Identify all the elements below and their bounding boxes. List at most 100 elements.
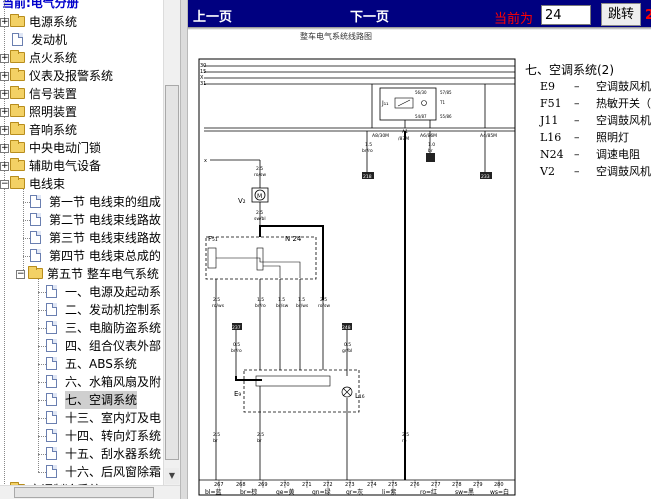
tree-item-label: 第四节 电线束总成的	[49, 249, 161, 263]
legend-code: F51	[540, 97, 562, 110]
legend-text: 空调鼓风机开	[596, 80, 651, 93]
tree-item[interactable]: 第二节 电线束线路故	[0, 211, 163, 229]
tree-item-label: 仪表及报警系统	[29, 69, 114, 83]
tree-item[interactable]: 十六、后风窗除霜	[0, 463, 163, 481]
expand-icon[interactable]: +	[0, 161, 9, 171]
legend-code: N24	[540, 148, 564, 161]
tree-item-label: 第二节 电线束线路故	[49, 213, 161, 227]
document-icon	[46, 447, 57, 460]
tree-item[interactable]: 三、电脑防盗系统	[0, 319, 163, 337]
collapse-icon[interactable]: −	[0, 179, 9, 189]
document-icon	[46, 393, 57, 406]
tree-item-label: 第三节 电线束线路故	[49, 231, 161, 245]
tree-connector	[38, 382, 46, 383]
document-icon	[46, 321, 57, 334]
legend-dash: –	[574, 165, 580, 178]
tree-item[interactable]: +中央电动门锁	[0, 139, 163, 157]
legend-text: 热敏开关（调	[596, 97, 651, 110]
page-number-input[interactable]	[541, 5, 591, 25]
document-icon	[46, 411, 57, 424]
expand-icon[interactable]: +	[0, 53, 9, 63]
tree-item[interactable]: 六、水箱风扇及附	[0, 373, 163, 391]
document-icon	[30, 195, 41, 208]
tree-item-label: 六、水箱风扇及附	[65, 375, 162, 389]
document-icon	[46, 429, 57, 442]
tree-item[interactable]: + 音响系统	[0, 121, 163, 139]
legend-dash: –	[574, 131, 580, 144]
tree-item[interactable]: +信号装置	[0, 85, 163, 103]
tree-connector	[38, 279, 39, 472]
tree-item[interactable]: − 电线束	[0, 175, 163, 193]
tree-item-label: 四、组合仪表外部	[65, 339, 162, 353]
folder-icon	[10, 68, 25, 81]
legend-dash: –	[574, 97, 580, 110]
tree-item[interactable]: +电源系统	[0, 13, 163, 31]
expand-icon[interactable]: +	[0, 17, 9, 27]
folder-icon	[10, 86, 25, 99]
tree-item[interactable]: 四、组合仪表外部	[0, 337, 163, 355]
document-icon	[30, 213, 41, 226]
tree-item-label: 五、ABS系统	[65, 357, 137, 371]
document-icon	[46, 465, 57, 478]
scrollbar-thumb[interactable]	[165, 85, 179, 460]
tree-item[interactable]: 一、电源及起动系	[0, 283, 163, 301]
tree-item[interactable]: 十五、刮水器系统	[0, 445, 163, 463]
tree-connector	[38, 346, 46, 347]
tree-item[interactable]: + 仪表及报警系统	[0, 67, 163, 85]
tree-item[interactable]: 发动机	[0, 31, 163, 49]
legend-dash: –	[574, 148, 580, 161]
legend-code: V2	[540, 165, 555, 178]
tree-item-label: 十四、转向灯系统	[65, 429, 162, 443]
tree-item[interactable]: 第三节 电线束线路故	[0, 229, 163, 247]
tree-item[interactable]: +照明装置	[0, 103, 163, 121]
tree-item[interactable]: + 点火系统	[0, 49, 163, 67]
collapse-icon[interactable]: −	[16, 269, 25, 279]
tree-item[interactable]: 二、发动机控制系	[0, 301, 163, 319]
scrollbar-thumb-horizontal[interactable]	[14, 487, 154, 498]
tree-horizontal-scrollbar[interactable]	[0, 485, 180, 499]
legend-code: J11	[540, 114, 559, 127]
scroll-down-icon[interactable]: ▼	[165, 468, 179, 484]
previous-page-link[interactable]: 上一页	[193, 10, 233, 25]
tree-item[interactable]: +辅助电气设备	[0, 157, 163, 175]
expand-icon[interactable]: +	[0, 143, 9, 153]
legend-item: F51– 热敏开关（调	[540, 95, 651, 111]
navigation-tree: 当前:电气分册 +电源系统发动机+点火系统+仪表及报警系统+信号装置+照明装置+…	[0, 0, 180, 499]
tree-item-label: 七、空调系统	[65, 391, 138, 409]
tree-item[interactable]: 十三、室内灯及电	[0, 409, 163, 427]
expand-icon[interactable]: +	[0, 71, 9, 81]
tree-item-label: 点火系统	[29, 51, 78, 65]
jump-button[interactable]: 跳转	[601, 3, 641, 26]
tree-vertical-scrollbar[interactable]: ▼	[163, 0, 180, 485]
folder-icon	[10, 140, 25, 153]
tree-item[interactable]: 十四、转向灯系统	[0, 427, 163, 445]
folder-icon	[10, 104, 25, 117]
legend-text: 调速电阻	[596, 148, 640, 161]
page-total: 2	[645, 8, 651, 23]
tree-title: 当前:电气分册	[2, 0, 79, 10]
tree-connector	[23, 238, 30, 239]
legend-item: L16–照明灯	[540, 129, 629, 145]
tree-connector	[38, 418, 46, 419]
expand-icon[interactable]: +	[0, 89, 9, 99]
toolbar-shadow	[188, 27, 651, 30]
tree-connector	[38, 454, 46, 455]
tree-item[interactable]: 五、ABS系统	[0, 355, 163, 373]
tree-item[interactable]: 七、空调系统	[0, 391, 163, 409]
folder-icon	[10, 158, 25, 171]
document-icon	[46, 375, 57, 388]
tree-item-label: 电线束	[29, 177, 66, 191]
tree-item[interactable]: 第四节 电线束总成的	[0, 247, 163, 265]
expand-icon[interactable]: +	[0, 107, 9, 117]
folder-icon	[10, 176, 25, 189]
expand-icon[interactable]: +	[0, 125, 9, 135]
next-page-link[interactable]: 下一页	[350, 10, 390, 25]
tree-item[interactable]: 第一节 电线束的组成	[0, 193, 163, 211]
tree-connector	[38, 292, 46, 293]
legend-code: L16	[540, 131, 562, 144]
tree-item[interactable]: −第五节 整车电气系统	[0, 265, 163, 283]
document-icon	[12, 33, 23, 46]
tree-item-label: 音响系统	[29, 123, 78, 137]
tree-item-label: 十六、后风窗除霜	[65, 465, 162, 479]
pane-splitter[interactable]	[180, 0, 188, 499]
